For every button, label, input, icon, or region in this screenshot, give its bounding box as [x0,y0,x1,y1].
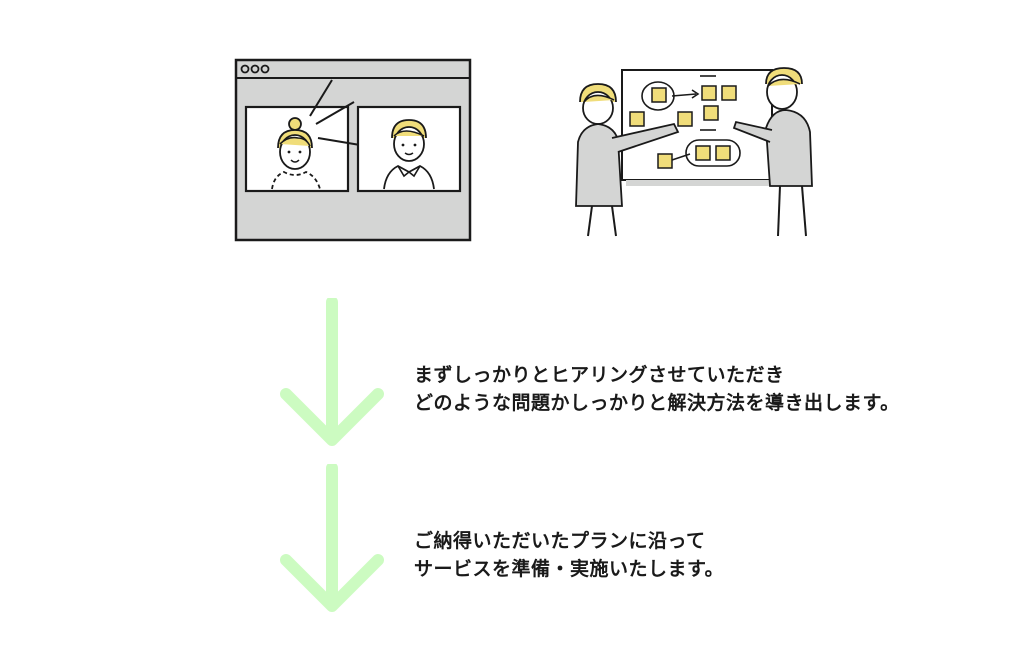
down-arrow-icon [272,462,392,616]
video-call-icon [234,58,472,242]
step-2-description: ご納得いただいたプランに沿って サービスを準備・実施いたします。 [414,527,724,583]
step-1-line-2: どのような問題かしっかりと解決方法を導き出します。 [414,392,900,414]
step-1-description: まずしっかりとヒアリングさせていただき どのような問題かしっかりと解決方法を導き… [414,361,900,417]
step-1-line-1: まずしっかりとヒアリングさせていただき [414,364,785,386]
whiteboard-icon [575,67,813,237]
down-arrow-icon [272,296,392,450]
step-2-line-2: サービスを準備・実施いたします。 [414,558,725,580]
video-call-illustration [228,52,478,246]
workshop-illustration [566,56,816,246]
step-2-line-1: ご納得いただいたプランに沿って [414,530,706,552]
